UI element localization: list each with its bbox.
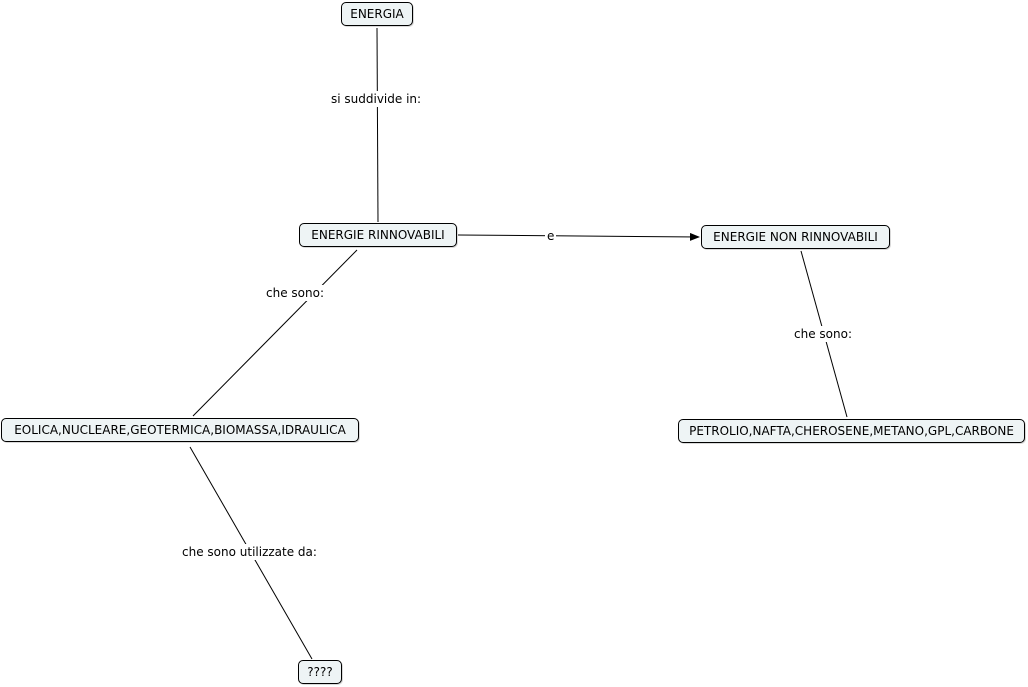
line-rinnovabili-to-list bbox=[192, 249, 358, 417]
node-energie-rinnovabili[interactable]: ENERGIE RINNOVABILI bbox=[299, 223, 457, 247]
link-label-e: e bbox=[545, 228, 557, 244]
node-energia[interactable]: ENERGIA bbox=[341, 2, 413, 26]
arrow-rinnovabili-to-non-rinnovabili bbox=[457, 232, 700, 241]
link-label-si-suddivide: si suddivide in: bbox=[329, 91, 424, 107]
line-energia-to-rinnovabili bbox=[376, 27, 379, 223]
node-unknown[interactable]: ???? bbox=[298, 660, 342, 684]
link-label-che-sono-left: che sono: bbox=[264, 285, 326, 301]
link-label-utilizzate: che sono utilizzate da: bbox=[180, 544, 319, 560]
node-rinnovabili-list[interactable]: EOLICA,NUCLEARE,GEOTERMICA,BIOMASSA,IDRA… bbox=[1, 418, 359, 442]
node-energie-non-rinnovabili[interactable]: ENERGIE NON RINNOVABILI bbox=[701, 225, 890, 249]
node-non-rinnovabili-list[interactable]: PETROLIO,NAFTA,CHEROSENE,METANO,GPL,CARB… bbox=[678, 419, 1025, 443]
link-label-che-sono-right: che sono: bbox=[792, 326, 854, 342]
